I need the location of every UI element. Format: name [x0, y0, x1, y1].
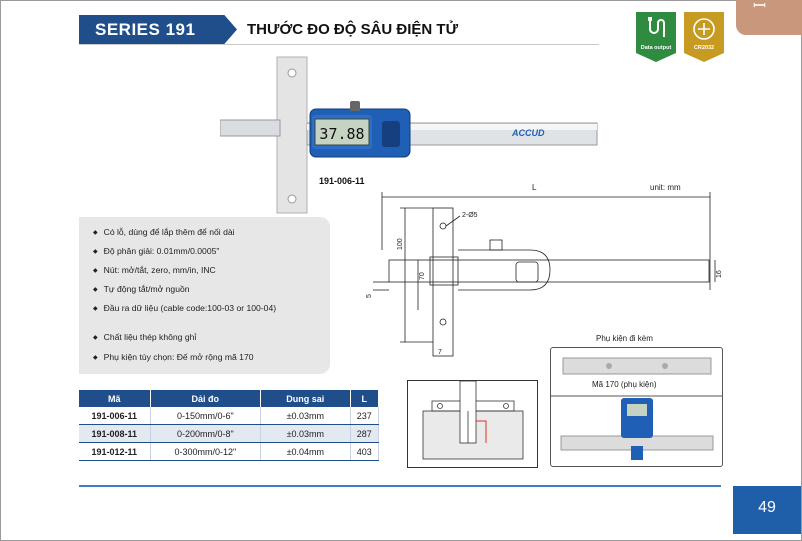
feature-item: ◆Độ phân giải: 0.01mm/0.0005" [93, 246, 220, 256]
feature-item: ◆Tự động tắt/mở nguồn [93, 284, 190, 294]
title-divider [79, 44, 599, 45]
unit-label: unit: mm [650, 183, 681, 192]
accessory-title: Phụ kiện đi kèm [596, 334, 653, 343]
accessory-image [551, 357, 722, 460]
data-output-badge: Data output [636, 12, 676, 62]
table-row: 191-008-11 0-200mm/0-8" ±0.03mm 287 [79, 424, 380, 443]
dim-100: 100 [397, 238, 404, 250]
dim-16: 16 [716, 270, 723, 278]
detail-view [407, 380, 538, 468]
footer-divider [79, 485, 721, 487]
cell-tolerance: ±0.03mm [260, 424, 351, 443]
brand-logo: ACCUD [511, 128, 545, 138]
cell-tolerance: ±0.03mm [260, 407, 351, 425]
detail-drawing [422, 380, 524, 460]
feature-item: ◆Chất liệu thép không ghỉ [93, 332, 197, 342]
feature-item: ◆Nút: mở/tắt, zero, mm/in, INC [93, 265, 216, 275]
dim-5: 5 [366, 294, 373, 298]
features-panel: ◆Có lỗ, dùng để lắp thêm để nối dài ◆Độ … [79, 217, 330, 374]
battery-badge: CR2032 [684, 12, 724, 62]
series-banner [79, 15, 237, 44]
series-label: SERIES 191 [95, 20, 196, 39]
battery-icon [693, 18, 715, 40]
lcd-reading: 37.88 [319, 125, 364, 143]
dim-7: 7 [438, 349, 442, 356]
cell-length: 287 [350, 424, 380, 443]
cell-code: 191-006-11 [79, 407, 151, 425]
cell-range: 0-300mm/0-12" [150, 442, 262, 461]
dim-length-label: L [532, 183, 537, 192]
cell-length: 403 [350, 442, 380, 461]
section-tab [736, 0, 802, 35]
usb-cable-icon [648, 17, 665, 37]
column-header: Dung sai [260, 390, 351, 407]
feature-item: ◆Có lỗ, dùng để lắp thêm để nối dài [93, 227, 235, 237]
cell-tolerance: ±0.04mm [260, 442, 351, 461]
feature-item: ◆Phụ kiện tùy chọn: Đế mở rộng mã 170 [93, 352, 254, 362]
page-title: THƯỚC ĐO ĐỘ SÂU ĐIỆN TỬ [247, 21, 459, 38]
product-model-code: 191-006-11 [319, 176, 365, 186]
badge-label-cr2032: CR2032 [693, 45, 715, 51]
product-image: 37.88 ACCUD [220, 56, 598, 214]
section-tab-label: ꟷ [753, 0, 767, 15]
feature-item: ◆Đầu ra dữ liệu (cable code:100-03 or 10… [93, 303, 277, 313]
page-number: 49 [758, 499, 776, 516]
accessory-caption: Mã 170 (phụ kiện) [592, 380, 657, 389]
badge-label-data-output: Data output [640, 45, 672, 51]
cell-range: 0-150mm/0-6" [150, 407, 262, 425]
cell-range: 0-200mm/0-8" [150, 424, 262, 443]
accessory-panel [550, 347, 723, 467]
cell-code: 191-012-11 [79, 442, 151, 461]
column-header: L [350, 390, 380, 407]
page-number-box: 49 [733, 486, 801, 534]
table-row: 191-006-11 0-150mm/0-6" ±0.03mm 237 [79, 407, 380, 425]
cell-code: 191-008-11 [79, 424, 151, 443]
dim-70: 70 [419, 272, 426, 280]
hole-label: 2-Ø5 [462, 212, 478, 219]
column-header: Dải đo [150, 390, 262, 407]
column-header: Mã [79, 390, 151, 407]
cell-length: 237 [350, 407, 380, 425]
table-header-row: Mã Dải đo Dung sai L [79, 390, 380, 407]
technical-drawing: L unit: mm 2-Ø5 100 70 16 5 7 [366, 183, 723, 357]
table-row: 191-012-11 0-300mm/0-12" ±0.04mm 403 [79, 442, 380, 461]
spec-table: Mã Dải đo Dung sai L 191-006-11 0-150mm/… [79, 390, 380, 461]
